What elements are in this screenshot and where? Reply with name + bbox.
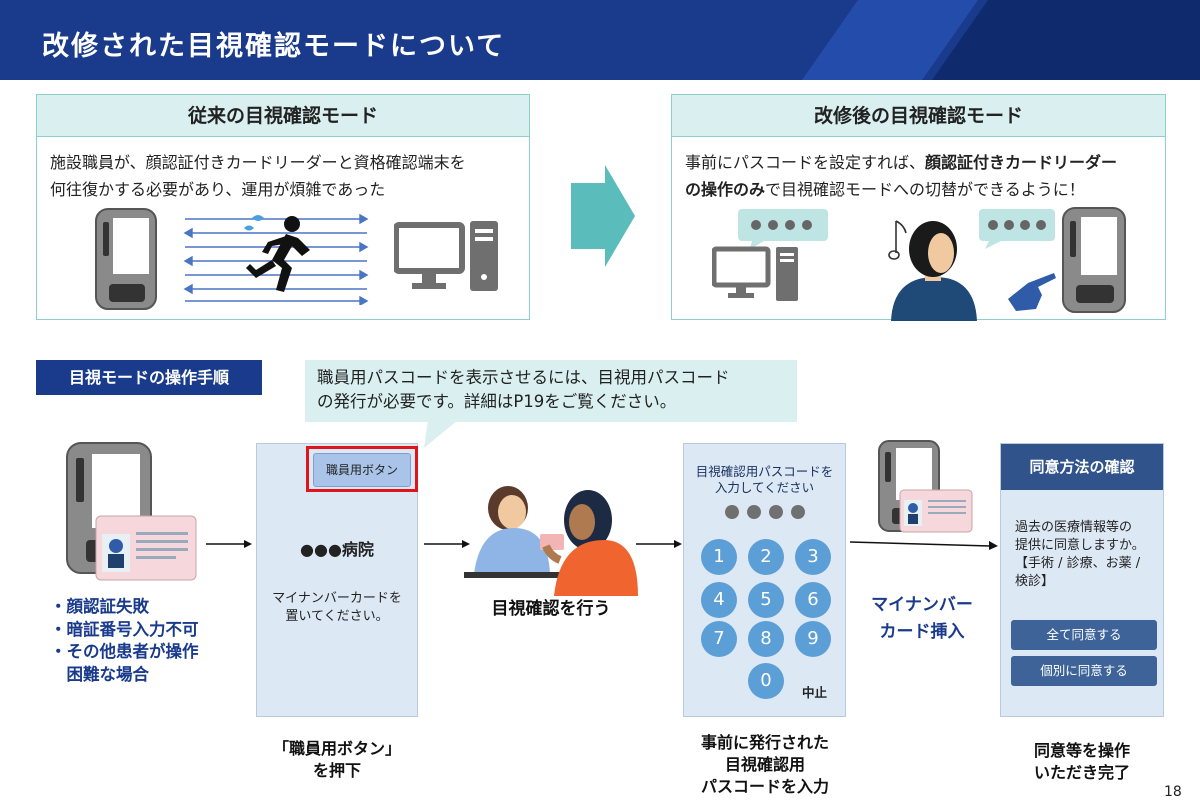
page-number: 18 — [1164, 784, 1182, 800]
flow-arrow-icon — [636, 540, 682, 548]
old-mode-description: 施設職員が、顔認証付きカードリーダーと資格確認端末を 何往復かする必要があり、運… — [50, 149, 466, 203]
fail-conditions-list: ・顔認証失敗 ・暗証番号入力不可 ・その他患者が操作 困難な場合 — [50, 596, 199, 686]
instruction-line: マイナンバーカードを — [272, 591, 402, 606]
instruction-line: 置いてください。 — [285, 609, 389, 624]
consent-title: 同意方法の確認 — [1001, 444, 1163, 490]
old-mode-box: 従来の目視確認モード 施設職員が、顔認証付きカードリーダーと資格確認端末を 何往… — [36, 94, 530, 320]
keypad-key-6[interactable]: 6 — [795, 582, 831, 618]
passcode-callout: 職員用パスコードを表示させるには、目視用パスコード の発行が必要です。詳細はP1… — [305, 360, 797, 422]
running-person-icon — [244, 215, 310, 292]
card-reader-icon — [95, 208, 157, 310]
keypad-key-0[interactable]: 0 — [748, 663, 784, 699]
consent-question-line: 過去の医療情報等の — [1015, 520, 1133, 535]
insert-label-line: マイナンバー — [871, 595, 973, 615]
consent-question-line: 検診】 — [1015, 574, 1055, 589]
consent-all-button[interactable]: 全て同意する — [1011, 620, 1157, 650]
passcode-dot — [768, 505, 783, 519]
new-mode-text-bold: 顔認証付きカードリーダー — [925, 153, 1118, 172]
speech-bubble-icon — [738, 209, 828, 249]
new-mode-text: 事前にパスコードを設定すれば、 — [685, 153, 926, 172]
fail-condition-item: ・その他患者が操作 — [50, 642, 199, 661]
card-insert-label: マイナンバー カード挿入 — [862, 592, 982, 646]
new-mode-text-bold: の操作のみ — [685, 180, 766, 199]
header-stripe — [931, 0, 1200, 80]
insert-label-line: カード挿入 — [879, 622, 965, 642]
visual-check-label: 目視確認を行う — [491, 599, 611, 619]
big-right-arrow-icon — [571, 165, 635, 267]
old-mode-line: 施設職員が、顔認証付きカードリーダーと資格確認端末を — [50, 153, 466, 172]
pointing-hand-icon — [1008, 273, 1056, 311]
consent-screen: 同意方法の確認 過去の医療情報等の 提供に同意しますか。 【手術 / 診療、お薬… — [1000, 443, 1164, 717]
card-reader-with-card-icon — [66, 442, 197, 581]
keypad-key-1[interactable]: 1 — [701, 539, 737, 575]
passcode-dot — [790, 505, 805, 519]
consent-question-line: 提供に同意しますか。 — [1015, 538, 1145, 553]
place-card-instruction: マイナンバーカードを 置いてください。 — [257, 590, 417, 626]
keypad-key-5[interactable]: 5 — [748, 582, 784, 618]
keypad-key-2[interactable]: 2 — [748, 539, 784, 575]
card-reader-icon — [1062, 207, 1126, 313]
step-label-line: 目視確認用 — [724, 755, 805, 774]
step-label-line: 「職員用ボタン」 — [272, 739, 401, 758]
hospital-name: ●●●病院 — [300, 540, 374, 559]
callout-line: の発行が必要です。詳細はP19をご覧ください。 — [317, 392, 677, 411]
visual-check-illustration — [464, 486, 638, 596]
passcode-title-line: 目視確認用パスコードを — [695, 464, 834, 479]
staff-button-screen: 職員用ボタン ●●●病院 マイナンバーカードを 置いてください。 — [256, 443, 418, 717]
speech-bubble-icon — [979, 209, 1055, 249]
step-label-line: 同意等を操作 — [1033, 741, 1130, 760]
card-reader-with-card-icon — [878, 440, 973, 533]
keypad-key-9[interactable]: 9 — [795, 621, 831, 657]
staff-button-highlight — [306, 446, 418, 492]
keypad-key-8[interactable]: 8 — [748, 621, 784, 657]
fail-condition-item: 困難な場合 — [50, 664, 150, 684]
step-label-consent: 同意等を操作 いただき完了 — [990, 740, 1174, 784]
passcode-screen: 目視確認用パスコードを 入力してください 1 2 3 4 5 6 7 8 9 0… — [683, 443, 846, 717]
flow-arrow-icon — [206, 540, 252, 548]
step-label-line: 事前に発行された — [700, 733, 829, 752]
step-label-line: を押下 — [312, 761, 361, 780]
step-label-line: いただき完了 — [1033, 763, 1130, 782]
new-mode-description: 事前にパスコードを設定すれば、顔認証付きカードリーダー の操作のみで目視確認モー… — [685, 149, 1160, 203]
step-label-line: パスコードを入力 — [700, 777, 829, 796]
header-bar: 改修された目視確認モードについて — [0, 0, 1200, 80]
fail-condition-item: ・顔認証失敗 — [50, 597, 149, 616]
keypad-key-7[interactable]: 7 — [701, 621, 737, 657]
passcode-title: 目視確認用パスコードを 入力してください — [684, 464, 845, 496]
page-title: 改修された目視確認モードについて — [42, 31, 506, 62]
new-mode-text: で目視確認モードへの切替ができるように！ — [765, 180, 1085, 199]
keypad-key-3[interactable]: 3 — [795, 539, 831, 575]
keypad-key-4[interactable]: 4 — [701, 582, 737, 618]
consent-question: 過去の医療情報等の 提供に同意しますか。 【手術 / 診療、お薬 / 検診】 — [1015, 519, 1155, 591]
callout-line: 職員用パスコードを表示させるには、目視用パスコード — [317, 368, 730, 387]
music-note-icon — [888, 220, 907, 260]
consent-individual-button[interactable]: 個別に同意する — [1011, 656, 1157, 686]
flow-arrow-icon — [850, 541, 998, 550]
callout-tail — [424, 420, 458, 448]
passcode-dot — [746, 505, 761, 519]
consent-question-line: 【手術 / 診療、お薬 / — [1015, 556, 1141, 571]
desktop-computer-icon — [712, 246, 798, 301]
fail-condition-item: ・暗証番号入力不可 — [50, 619, 199, 639]
new-mode-title: 改修後の目視確認モード — [672, 95, 1165, 137]
step-label-staff: 「職員用ボタン」 を押下 — [240, 738, 434, 782]
keypad-stop-button[interactable]: 中止 — [802, 685, 828, 700]
flow-arrow-icon — [424, 540, 470, 548]
old-mode-title: 従来の目視確認モード — [37, 95, 529, 137]
desktop-computer-icon — [394, 221, 498, 291]
passcode-title-line: 入力してください — [714, 480, 815, 495]
passcode-dot — [724, 505, 739, 519]
procedure-section-label: 目視モードの操作手順 — [36, 360, 262, 395]
new-mode-box: 改修後の目視確認モード 事前にパスコードを設定すれば、顔認証付きカードリーダー … — [671, 94, 1166, 321]
step-label-passcode: 事前に発行された 目視確認用 パスコードを入力 — [668, 732, 862, 798]
staff-button[interactable]: 職員用ボタン — [313, 453, 411, 487]
old-mode-line: 何往復かする必要があり、運用が煩雑であった — [50, 180, 386, 199]
passcode-dots — [684, 504, 845, 523]
staff-person-icon — [891, 221, 977, 321]
